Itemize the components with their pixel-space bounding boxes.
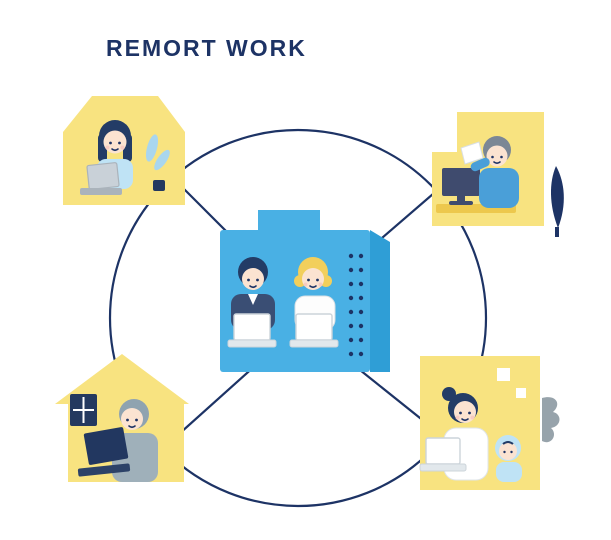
mug-icon (153, 180, 165, 191)
office-laptop-left-icon (233, 313, 271, 341)
remote-worker-woman-1 (80, 120, 133, 195)
desktop-monitor-icon (442, 168, 480, 205)
central-office (220, 210, 390, 372)
plant-icon (145, 134, 170, 191)
baby (495, 435, 522, 482)
female-office-worker (289, 257, 339, 348)
man1-shirt (479, 168, 519, 208)
man-face (242, 268, 264, 290)
home-bottom-left (55, 354, 189, 482)
remote-worker-man-1 (460, 136, 519, 208)
man-shirt (248, 294, 258, 305)
remote-worker-man-2 (77, 399, 158, 482)
laptop-white-icon (425, 437, 461, 465)
window-sign-icon (70, 394, 97, 426)
laptop-navy-icon (83, 427, 129, 465)
office-laptop-right-icon (295, 313, 333, 341)
remote-worker-woman-2 (419, 387, 489, 481)
male-office-worker (227, 257, 277, 348)
building-side (370, 230, 390, 372)
man2-face (121, 408, 143, 430)
man1-face (486, 145, 508, 167)
house-roof-bottom-left (55, 354, 189, 404)
window-small-1 (497, 368, 510, 381)
laptop-gray-icon (86, 162, 120, 190)
home-top-left (63, 96, 185, 205)
tree-icon (550, 166, 564, 237)
home-bottom-right (419, 356, 560, 490)
building-windows (348, 253, 364, 357)
plant-hand-icon (542, 397, 560, 443)
window-small-2 (516, 388, 526, 398)
page-title: REMORT WORK (106, 35, 307, 61)
baby-face (499, 442, 517, 460)
home-top-right (432, 112, 564, 237)
network-circle (108, 128, 488, 508)
documents-icon (460, 141, 484, 165)
